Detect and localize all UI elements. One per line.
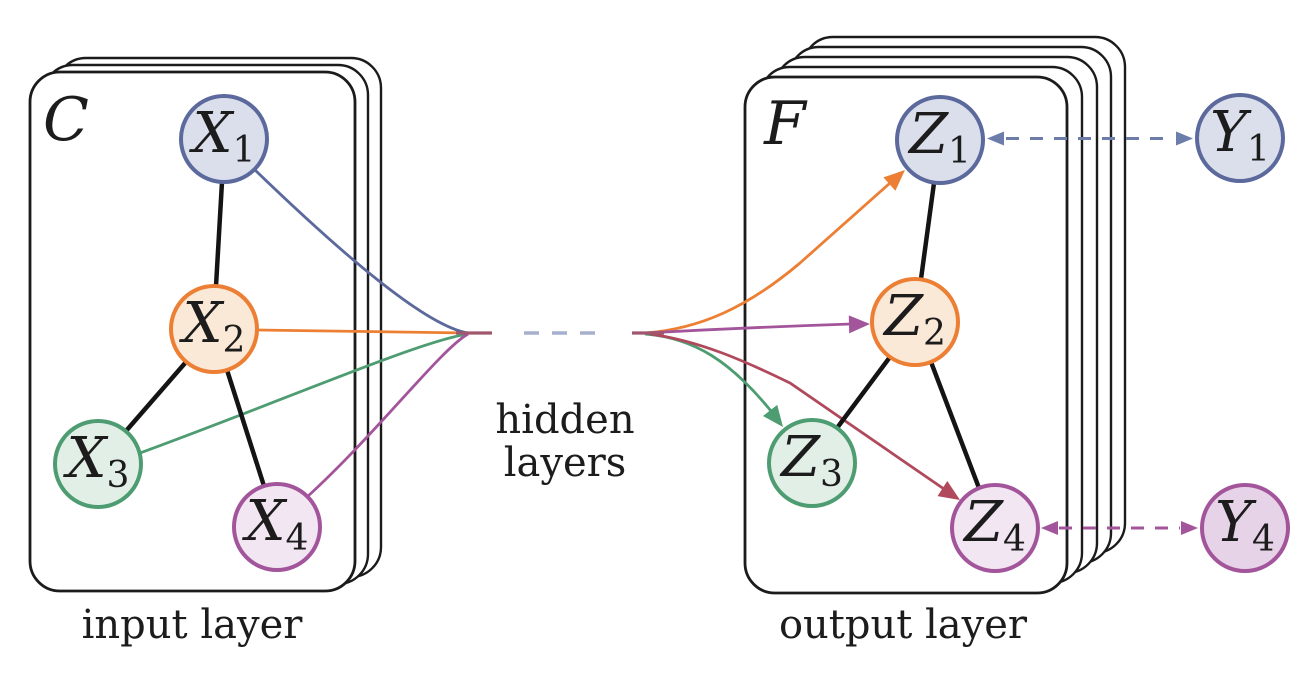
node-X1	[179, 94, 269, 184]
node-label-Z4: Z4	[962, 490, 1026, 560]
arrowhead-Z2	[848, 315, 870, 334]
output-card-stack-label: F	[763, 89, 808, 159]
input-card-stack-label: C	[43, 85, 89, 155]
edge-Z1-Z2	[918, 180, 937, 282]
node-X4	[232, 482, 322, 572]
link-Z4-Y4-arrowhead-0	[1041, 521, 1058, 535]
caption-hidden-line2: layers	[504, 440, 627, 486]
curve-from-X4	[306, 332, 469, 499]
edge-X2-X3	[123, 359, 189, 434]
caption-output-layer: output layer	[779, 602, 1028, 648]
node-label-Y1: Y1	[1210, 100, 1270, 170]
node-Z2	[870, 277, 960, 367]
caption-input-layer: input layer	[82, 602, 304, 648]
node-label-Z2: Z2	[882, 284, 946, 354]
node-label-X3: X3	[63, 426, 130, 496]
arrowhead-Z4	[937, 481, 960, 500]
node-X3	[53, 419, 143, 509]
node-label-Y4: Y4	[1215, 490, 1275, 560]
edge-Z2-Z4	[928, 359, 982, 491]
arrowhead-Z3	[763, 404, 783, 427]
link-Z1-Y1-arrowhead-0	[987, 131, 1004, 146]
curve-from-X3	[139, 332, 469, 455]
arrow-to-Z2	[644, 322, 852, 335]
curve-from-X1	[253, 167, 469, 335]
curve-from-X2	[256, 328, 469, 335]
link-Z1-Y1-arrowhead-1	[1176, 131, 1193, 146]
edge-X2-X4	[224, 367, 267, 489]
node-label-X1: X1	[189, 101, 256, 171]
node-Y1	[1195, 93, 1285, 183]
node-Y4	[1200, 483, 1290, 573]
edge-X1-X2	[213, 179, 225, 289]
node-Z4	[950, 483, 1040, 573]
node-label-X2: X2	[179, 291, 246, 361]
node-X2	[169, 284, 259, 374]
node-label-Z3: Z3	[779, 425, 843, 495]
arrowhead-Z1	[883, 170, 905, 191]
caption-hidden-line1: hidden	[495, 397, 634, 443]
node-label-Z1: Z1	[907, 102, 971, 172]
node-Z3	[767, 418, 857, 508]
node-Z1	[895, 95, 985, 185]
link-Z4-Y4-arrowhead-1	[1181, 521, 1198, 535]
arrow-to-Z1	[644, 181, 891, 335]
node-label-X4: X4	[242, 489, 309, 559]
arrow-to-Z4	[649, 332, 945, 491]
edge-Z2-Z3	[834, 354, 893, 431]
